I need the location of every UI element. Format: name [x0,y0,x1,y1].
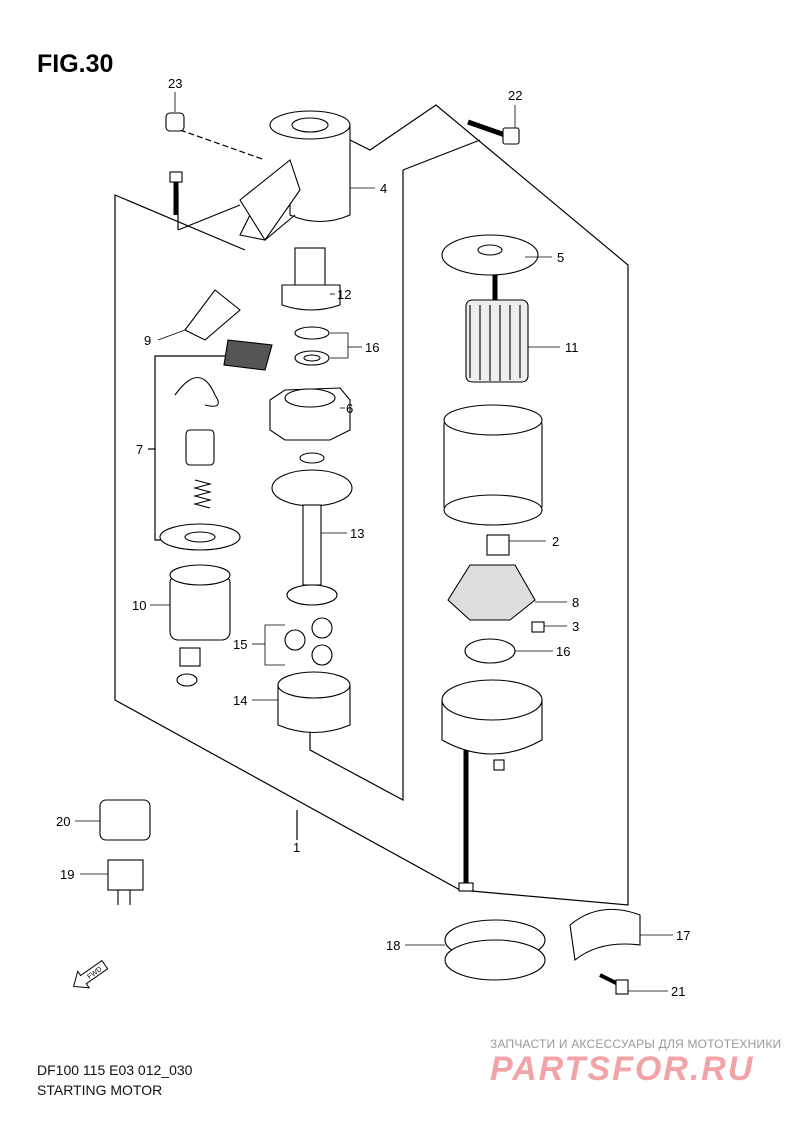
callout-14: 14 [233,693,247,708]
callout-6: 6 [346,401,353,416]
part-4-housing [239,110,351,241]
assembly-frame-inner [309,170,404,802]
watermark-brand: PARTSFOR.RU [490,1050,755,1088]
callout-22: 22 [508,88,522,103]
part-through-bolt [458,750,505,892]
part-16-plate [464,638,516,664]
part-18-band [444,919,546,981]
callout-1: 1 [293,840,300,855]
part-16-clips [294,326,330,366]
part-2-brush [486,534,510,556]
part-17-bracket [569,908,641,962]
fwd-label: FWD [86,966,103,981]
callout-2: 2 [552,534,559,549]
figure-title: FIG.30 [37,50,114,78]
part-6-holder [269,387,351,441]
part-8-brush-holder [447,564,536,621]
callout-13: 13 [350,526,364,541]
callout-10: 10 [132,598,146,613]
part-gasket [271,452,353,507]
callout-8: 8 [572,595,579,610]
callout-16b: 16 [556,644,570,659]
callout-16a: 16 [365,340,379,355]
callout-17: 17 [676,928,690,943]
callout-3: 3 [572,619,579,634]
part-10-solenoid [169,564,231,687]
part-13-shaft [286,504,338,606]
watermark-tagline: ЗАПЧАСТИ И АКСЕССУАРЫ ДЛЯ МОТОТЕХНИКИ [490,1037,782,1051]
callout-5: 5 [557,250,564,265]
part-22-bolt [467,119,520,145]
callout-4: 4 [380,181,387,196]
part-14-ring-gear [277,671,351,733]
part-23-bushing [165,112,185,132]
part-end-frame [441,679,543,755]
diagram-caption: STARTING MOTOR [37,1082,163,1098]
callout-19: 19 [60,867,74,882]
part-19-relay [107,859,144,905]
part-3-nut [531,621,545,633]
part-bolt-left [169,171,183,215]
callout-20: 20 [56,814,70,829]
arrow-forward-icon: FWD [72,959,109,989]
part-7-parts [159,339,273,551]
part-11-armature [465,275,529,383]
part-21-bolt [599,973,629,995]
callout-21: 21 [671,984,685,999]
callout-7: 7 [136,442,143,457]
model-code: DF100 115 E03 012_030 [37,1062,193,1078]
callout-23: 23 [168,76,182,91]
callout-12: 12 [337,287,351,302]
callout-9: 9 [144,333,151,348]
part-15-gears [284,617,333,666]
part-9-lever [184,289,241,341]
part-12-pinion [281,247,341,311]
callout-11: 11 [565,340,579,355]
callout-15: 15 [233,637,247,652]
callout-18: 18 [386,938,400,953]
part-5-plate [441,234,539,276]
part-yoke [443,404,543,526]
assembly-frame [114,104,629,906]
part-20-relay [99,799,151,841]
